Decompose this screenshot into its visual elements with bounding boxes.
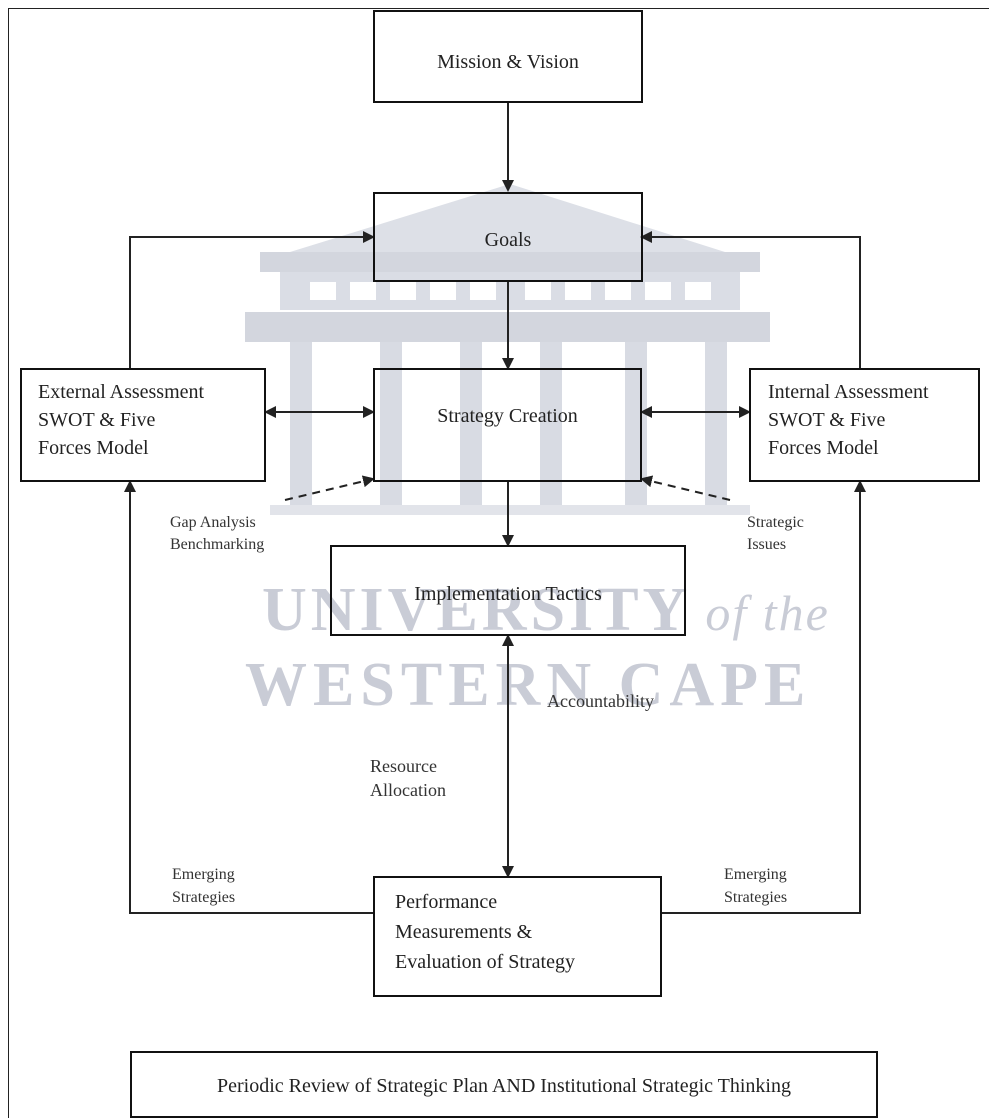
watermark-text-line2: WESTERN CAPE: [245, 651, 812, 719]
performance-line3: Evaluation of Strategy: [395, 951, 575, 973]
dashed-arrow-strategic-issues: [640, 475, 731, 501]
arrow-internal-goals: [640, 231, 861, 368]
strategic-label: Strategic: [747, 514, 804, 531]
emerging-right-line2: Strategies: [724, 889, 788, 906]
resource-label: Resource: [370, 756, 437, 776]
periodic-review-label: Periodic Review of Strategic Plan AND In…: [217, 1075, 791, 1097]
mission-vision-box: Mission & Vision: [373, 10, 643, 103]
outer-frame: [8, 8, 989, 1118]
emblem-entablature: [260, 252, 760, 272]
external-assessment-line3: Forces Model: [38, 437, 149, 459]
gap-analysis-label: Gap Analysis: [170, 514, 256, 531]
internal-assessment-line2: SWOT & Five: [768, 409, 886, 431]
implementation-tactics-box: Implementation Tactics: [330, 545, 686, 636]
arrow-external-goals: [129, 231, 375, 368]
performance-line2: Measurements &: [395, 921, 533, 943]
dashed-arrow-gap-analysis: [284, 475, 375, 501]
emerging-right-line1: Emerging: [724, 866, 787, 883]
performance-line1: Performance: [395, 891, 498, 913]
accountability-label: Accountability: [547, 691, 654, 711]
external-assessment-box: External Assessment SWOT & Five Forces M…: [20, 368, 266, 482]
goals-box: Goals: [373, 192, 643, 282]
goals-label: Goals: [484, 229, 532, 251]
emerging-left-line1: Emerging: [172, 866, 235, 883]
arrow-performance-internal: [662, 480, 866, 914]
allocation-label: Allocation: [370, 780, 446, 800]
external-assessment-line1: External Assessment: [38, 381, 205, 403]
arrow-performance-external: [124, 480, 373, 914]
internal-assessment-line1: Internal Assessment: [768, 381, 929, 403]
external-assessment-line2: SWOT & Five: [38, 409, 156, 431]
internal-assessment-line3: Forces Model: [768, 437, 879, 459]
benchmarking-label: Benchmarking: [170, 536, 265, 553]
emerging-left-line2: Strategies: [172, 889, 236, 906]
issues-label: Issues: [747, 536, 787, 553]
periodic-review-box: Periodic Review of Strategic Plan AND In…: [130, 1051, 878, 1118]
internal-assessment-box: Internal Assessment SWOT & Five Forces M…: [749, 368, 980, 482]
strategy-creation-box: Strategy Creation: [373, 368, 642, 482]
implementation-tactics-label: Implementation Tactics: [414, 583, 602, 605]
mission-vision-label: Mission & Vision: [437, 51, 579, 73]
performance-measurement-box: Performance Measurements & Evaluation of…: [373, 876, 662, 997]
strategy-creation-label: Strategy Creation: [437, 405, 578, 427]
